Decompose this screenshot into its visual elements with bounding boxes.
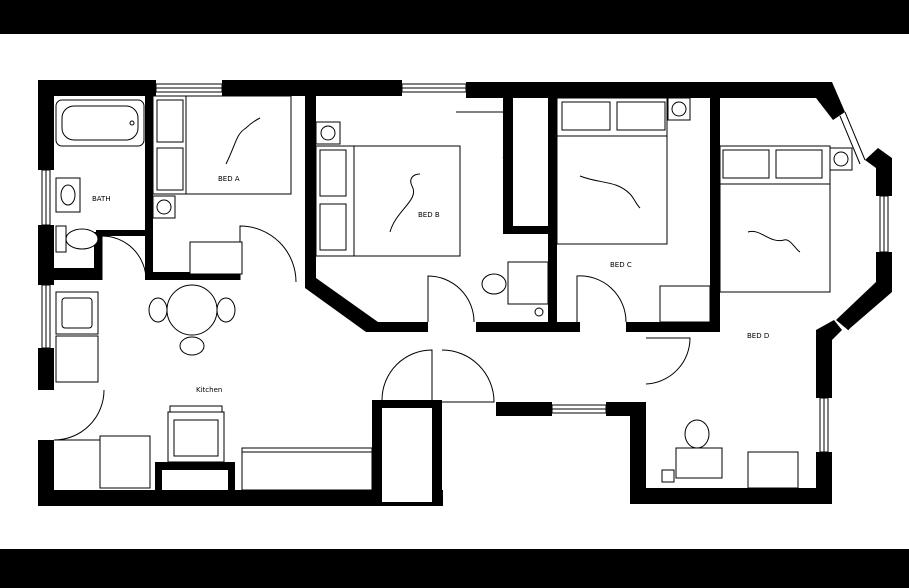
pantry-inner xyxy=(162,470,228,490)
wall-top-right xyxy=(466,82,686,98)
bed-d-pillow-2 xyxy=(775,149,823,179)
wall-bed-d-left xyxy=(630,402,646,502)
bed-d-wardrobe xyxy=(747,451,799,489)
door-bath xyxy=(101,235,147,281)
wall-closet-left xyxy=(503,98,513,228)
door-bed-b xyxy=(427,275,475,323)
wall-bay-lower xyxy=(836,282,892,330)
wall-bottom-left xyxy=(38,490,443,506)
bed-c-wardrobe xyxy=(659,285,711,323)
wall-bed-b-left xyxy=(305,96,316,284)
wall-bed-c-bottom xyxy=(557,322,577,332)
wall-bath-top-right xyxy=(96,230,148,236)
bed-d-desk xyxy=(675,447,723,479)
bed-a-wardrobe xyxy=(189,241,243,275)
wall-bed-b-bottom-2 xyxy=(476,322,580,332)
door-corridor-right xyxy=(441,349,495,403)
fridge xyxy=(99,435,151,489)
wall-bed-d-top xyxy=(496,402,552,416)
wall-left-4 xyxy=(38,440,54,506)
dining-chair-left xyxy=(148,297,168,323)
wall-top-far-right xyxy=(686,82,832,98)
doors xyxy=(53,111,691,441)
wall-bed-c-bottom-2 xyxy=(626,322,720,332)
wall-bay-right xyxy=(876,252,892,292)
wall-bed-b-diag xyxy=(305,278,378,332)
wall-bay-upper xyxy=(865,148,892,196)
wall-top-mid xyxy=(222,80,402,96)
door-bed-b-closet xyxy=(456,111,510,159)
walls xyxy=(38,80,892,506)
label-kitchen: Kitchen xyxy=(196,386,222,394)
wall-bed-b-bottom xyxy=(366,322,428,332)
wall-bed-d-top-2 xyxy=(606,402,646,416)
fixtures xyxy=(55,99,373,491)
wall-bottom-right xyxy=(630,488,830,504)
door-corridor-left xyxy=(381,349,433,401)
wall-corridor-post-2 xyxy=(432,400,442,502)
bed-c-pillow-2 xyxy=(616,101,666,131)
bed-a-furniture xyxy=(152,95,292,275)
bed-b-pillow-1 xyxy=(319,149,347,197)
door-bed-c xyxy=(576,275,627,323)
wall-bed-a-bottom xyxy=(145,272,240,280)
label-bath: BATH xyxy=(92,195,111,203)
door-bed-d xyxy=(645,337,691,385)
wall-bed-b-right xyxy=(548,98,557,332)
wall-corridor-cap xyxy=(372,400,442,408)
wall-closet-bottom xyxy=(503,226,557,234)
dining-chair-right xyxy=(216,297,236,323)
dining-table xyxy=(166,284,218,336)
bed-b-pillow-2 xyxy=(319,203,347,251)
dishwasher xyxy=(55,335,99,383)
wall-bath-right xyxy=(94,232,102,280)
bed-a-pillow-1 xyxy=(156,99,184,143)
bed-b-furniture xyxy=(315,121,549,317)
bed-b-desk-chair xyxy=(481,273,507,295)
wall-bay-top xyxy=(816,82,845,120)
bed-d-pillow-1 xyxy=(722,149,770,179)
bed-c-furniture xyxy=(556,97,711,323)
toilet-bowl xyxy=(65,228,99,250)
toilet-tank xyxy=(55,225,67,253)
bed-d-furniture xyxy=(661,145,853,489)
windows xyxy=(41,83,889,453)
bed-a-pillow-2 xyxy=(156,147,184,191)
wall-corridor-post xyxy=(372,400,382,502)
wall-top-left xyxy=(38,80,156,96)
bed-b-desk xyxy=(507,261,549,305)
label-bed-d: BED D xyxy=(747,332,769,340)
interior-openings xyxy=(162,408,432,502)
wall-bed-c-right xyxy=(710,98,720,332)
door-bed-a xyxy=(239,225,297,283)
bed-c-pillow-1 xyxy=(561,101,611,131)
bath-sink xyxy=(55,177,81,213)
bed-d-desk-chair xyxy=(684,419,710,449)
room-labels: BATH BED A BED B BED C BED D Kitchen xyxy=(92,175,769,394)
label-bed-a: BED A xyxy=(218,175,240,183)
label-bed-b: BED B xyxy=(418,211,440,219)
wall-bay-lower-2 xyxy=(816,320,842,398)
counter-long xyxy=(241,447,373,491)
corridor-passage xyxy=(382,408,432,502)
dining-chair-bottom xyxy=(179,336,205,356)
wall-right-lower xyxy=(816,452,832,504)
wall-left-3 xyxy=(38,348,54,390)
wall-bed-a-left xyxy=(145,96,153,278)
wall-left-1 xyxy=(38,80,54,170)
wall-bath-bottom xyxy=(38,268,100,280)
door-kitchen-entry xyxy=(53,389,105,441)
label-bed-c: BED C xyxy=(610,261,632,269)
